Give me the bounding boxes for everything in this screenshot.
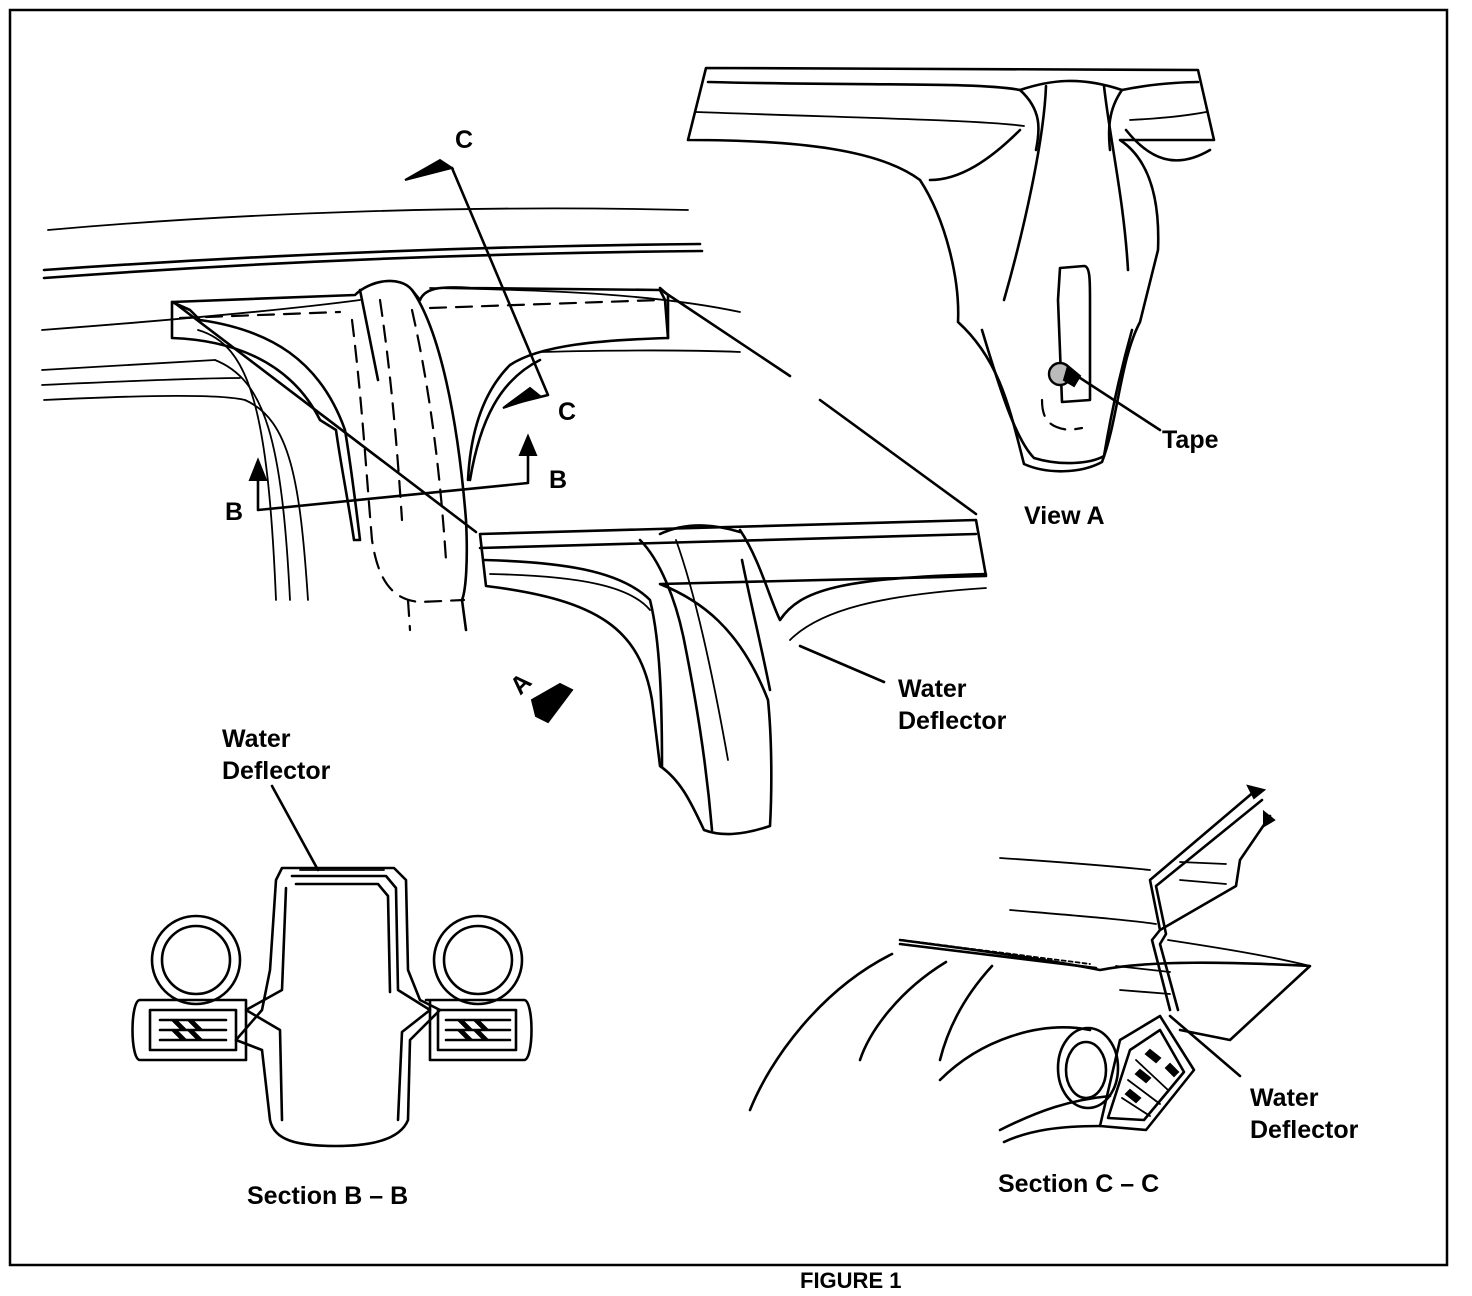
water-deflector-bb-line1: Water — [222, 725, 291, 753]
water-deflector-bb-line2: Deflector — [222, 757, 331, 785]
figure-caption: FIGURE 1 — [800, 1268, 902, 1293]
water-deflector-cc-label: Water Deflector — [1250, 1082, 1358, 1146]
section-b-label-left: B — [225, 498, 244, 526]
figure-frame — [8, 8, 1449, 1267]
water-deflector-cc-line2: Deflector — [1250, 1116, 1359, 1144]
view-a-detail — [686, 66, 1216, 473]
view-a-title: View A — [1024, 502, 1105, 530]
section-bb-detail — [131, 784, 533, 1148]
section-c-label-mid: C — [558, 398, 577, 426]
water-deflector-main-label: Water Deflector — [898, 673, 1006, 737]
section-c-label-top: C — [455, 126, 474, 154]
main-perspective-view — [41, 158, 978, 724]
section-bb-title: Section B – B — [247, 1182, 409, 1210]
section-cc-detail — [748, 784, 1312, 1144]
water-deflector-detail — [478, 518, 988, 836]
section-cc-title: Section C – C — [998, 1170, 1160, 1198]
water-deflector-main-line1: Water — [898, 675, 967, 703]
section-b-label-right: B — [549, 466, 568, 494]
water-deflector-main-line2: Deflector — [898, 707, 1007, 735]
water-deflector-bb-label: Water Deflector — [222, 723, 330, 787]
water-deflector-cc-line1: Water — [1250, 1084, 1319, 1112]
tape-label: Tape — [1162, 426, 1219, 454]
